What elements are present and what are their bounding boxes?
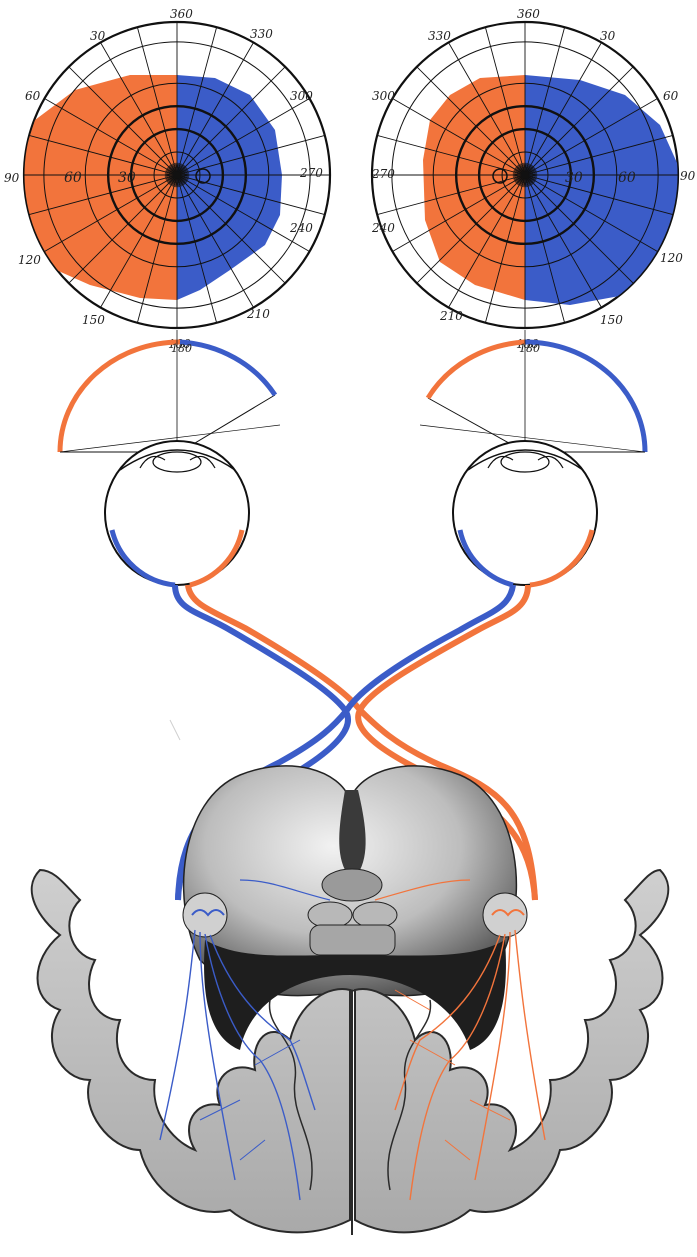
left-eye <box>60 425 280 585</box>
right-angle-label: 210 <box>439 309 463 323</box>
right-angle-label: 300 <box>372 89 395 103</box>
right-eye <box>420 425 645 585</box>
right-angle-label: 90 <box>680 169 696 183</box>
right-angle-label: 330 <box>428 29 451 43</box>
right-visual-field-chart: 360 30 60 90 120 150 180 210 240 270 300… <box>371 7 696 351</box>
left-angle-label: 30 <box>90 29 106 43</box>
right-angle-label: 270 <box>371 167 395 181</box>
left-arc-blue <box>180 342 275 395</box>
left-angle-label: 120 <box>18 253 41 267</box>
right-arc-label: 180 <box>519 342 540 355</box>
left-fixation-point <box>173 171 181 179</box>
left-arc-label: 180 <box>171 342 192 355</box>
superior-colliculus-right <box>353 902 397 928</box>
right-angle-label: 240 <box>371 221 395 235</box>
left-lgn <box>183 893 227 937</box>
left-angle-label: 360 <box>170 7 193 21</box>
right-angle-label: 30 <box>600 29 616 43</box>
left-angle-label: 210 <box>246 307 270 321</box>
right-angle-label: 60 <box>663 89 679 103</box>
pineal-region <box>322 869 382 901</box>
paper-speck <box>170 720 180 740</box>
right-arc-orange <box>428 342 525 398</box>
left-angle-label: 150 <box>82 313 105 327</box>
left-angle-label: 330 <box>250 27 273 41</box>
radiation-fiber <box>160 930 195 1140</box>
right-fixation-point <box>521 171 529 179</box>
right-angle-label: 150 <box>600 313 623 327</box>
left-radial-label: 30 <box>118 170 136 186</box>
inferior-colliculi <box>310 925 395 955</box>
left-angle-label: 270 <box>299 166 323 180</box>
superior-colliculus-left <box>308 902 352 928</box>
left-visual-field-chart: 360 330 300 270 240 210 180 150 120 90 6… <box>4 7 330 351</box>
right-radial-label: 30 <box>565 170 583 186</box>
left-arc-orange <box>60 342 180 452</box>
right-arc-blue <box>525 342 645 452</box>
left-angle-label: 240 <box>289 221 313 235</box>
right-lgn <box>483 893 527 937</box>
left-angle-label: 60 <box>25 89 41 103</box>
radiation-fiber <box>515 930 545 1140</box>
right-angle-label: 360 <box>517 7 540 21</box>
right-angle-label: 120 <box>660 251 683 265</box>
left-angle-label: 90 <box>4 171 20 185</box>
right-radial-label: 60 <box>618 170 636 186</box>
left-radial-label: 60 <box>64 170 82 186</box>
left-angle-label: 300 <box>290 89 313 103</box>
